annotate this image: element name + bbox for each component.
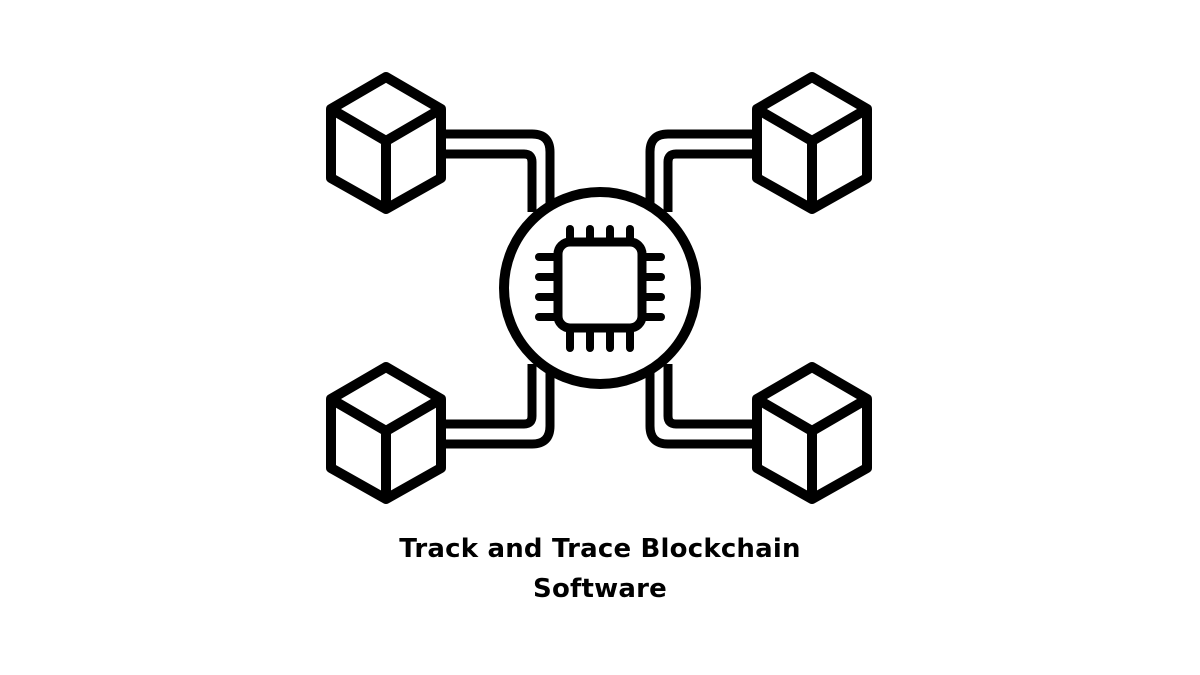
- cube-icon: [331, 77, 441, 209]
- connector-top-right: [645, 129, 759, 212]
- connector-top-left: [441, 129, 555, 212]
- cpu-chip-icon: [535, 225, 665, 352]
- cube-icon: [757, 367, 867, 499]
- connector-bottom-right: [645, 364, 759, 449]
- central-node: [499, 187, 701, 389]
- cube-icon: [757, 77, 867, 209]
- connector-bottom-left: [441, 364, 555, 449]
- caption-line-1: Track and Trace Blockchain: [399, 534, 801, 564]
- caption-line-2: Software: [533, 574, 667, 604]
- cube-icon: [331, 367, 441, 499]
